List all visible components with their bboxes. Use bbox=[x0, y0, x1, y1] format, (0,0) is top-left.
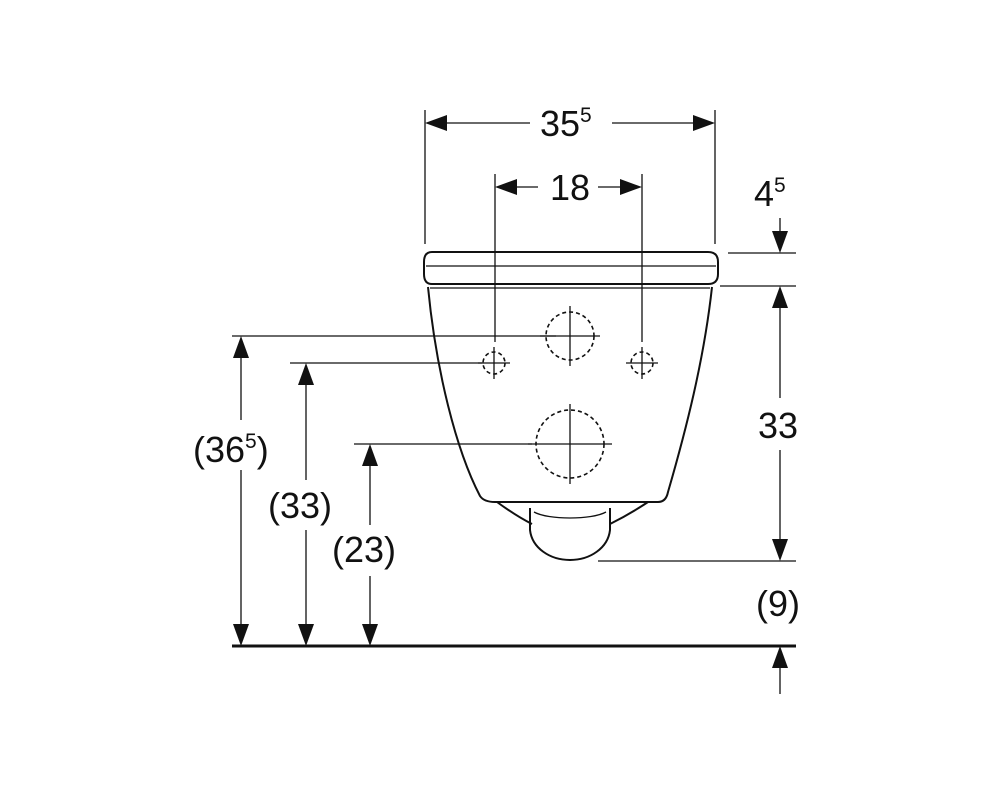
drain-height-dimension: (23) bbox=[332, 443, 532, 646]
svg-text:45: 45 bbox=[754, 173, 786, 214]
seat-lid bbox=[423, 251, 719, 285]
svg-text:(365): (365) bbox=[193, 429, 269, 470]
bowl-height-label: 33 bbox=[758, 405, 798, 446]
svg-text:355: 355 bbox=[540, 103, 592, 144]
seat-thickness-dimension: 45 bbox=[720, 173, 796, 287]
hole-spacing-dimension: 18 bbox=[494, 167, 643, 342]
outlet-horn-right bbox=[609, 501, 649, 525]
drain-height-label: (23) bbox=[332, 529, 396, 570]
outlet-pipe-inner bbox=[533, 511, 607, 519]
outlet-horn-left bbox=[496, 501, 533, 525]
overall-width-superscript: 5 bbox=[580, 104, 592, 127]
mounting-holes bbox=[478, 306, 658, 484]
outlet-offset-dimension: (9) bbox=[756, 583, 800, 694]
hole-spacing-label: 18 bbox=[550, 167, 590, 208]
toilet-outline bbox=[423, 251, 719, 562]
bowl-height-dimension: 33 bbox=[598, 286, 798, 562]
outlet-offset-label: (9) bbox=[756, 583, 800, 624]
seat-thickness-label: 4 bbox=[754, 173, 774, 214]
overall-width-dimension: 355 bbox=[424, 103, 716, 244]
upper-hole-height-dimension: (365) bbox=[193, 335, 556, 646]
fixing-hole-height-dimension: (33) bbox=[268, 362, 482, 646]
upper-hole-height-close: ) bbox=[257, 429, 269, 470]
bowl-body bbox=[427, 286, 713, 503]
upper-hole-height-open: (36 bbox=[193, 429, 245, 470]
outlet-pipe bbox=[529, 508, 611, 562]
overall-width-label: 35 bbox=[540, 103, 580, 144]
upper-hole-height-superscript: 5 bbox=[245, 430, 257, 453]
seat-thickness-superscript: 5 bbox=[774, 174, 786, 197]
fixing-hole-height-label: (33) bbox=[268, 485, 332, 526]
